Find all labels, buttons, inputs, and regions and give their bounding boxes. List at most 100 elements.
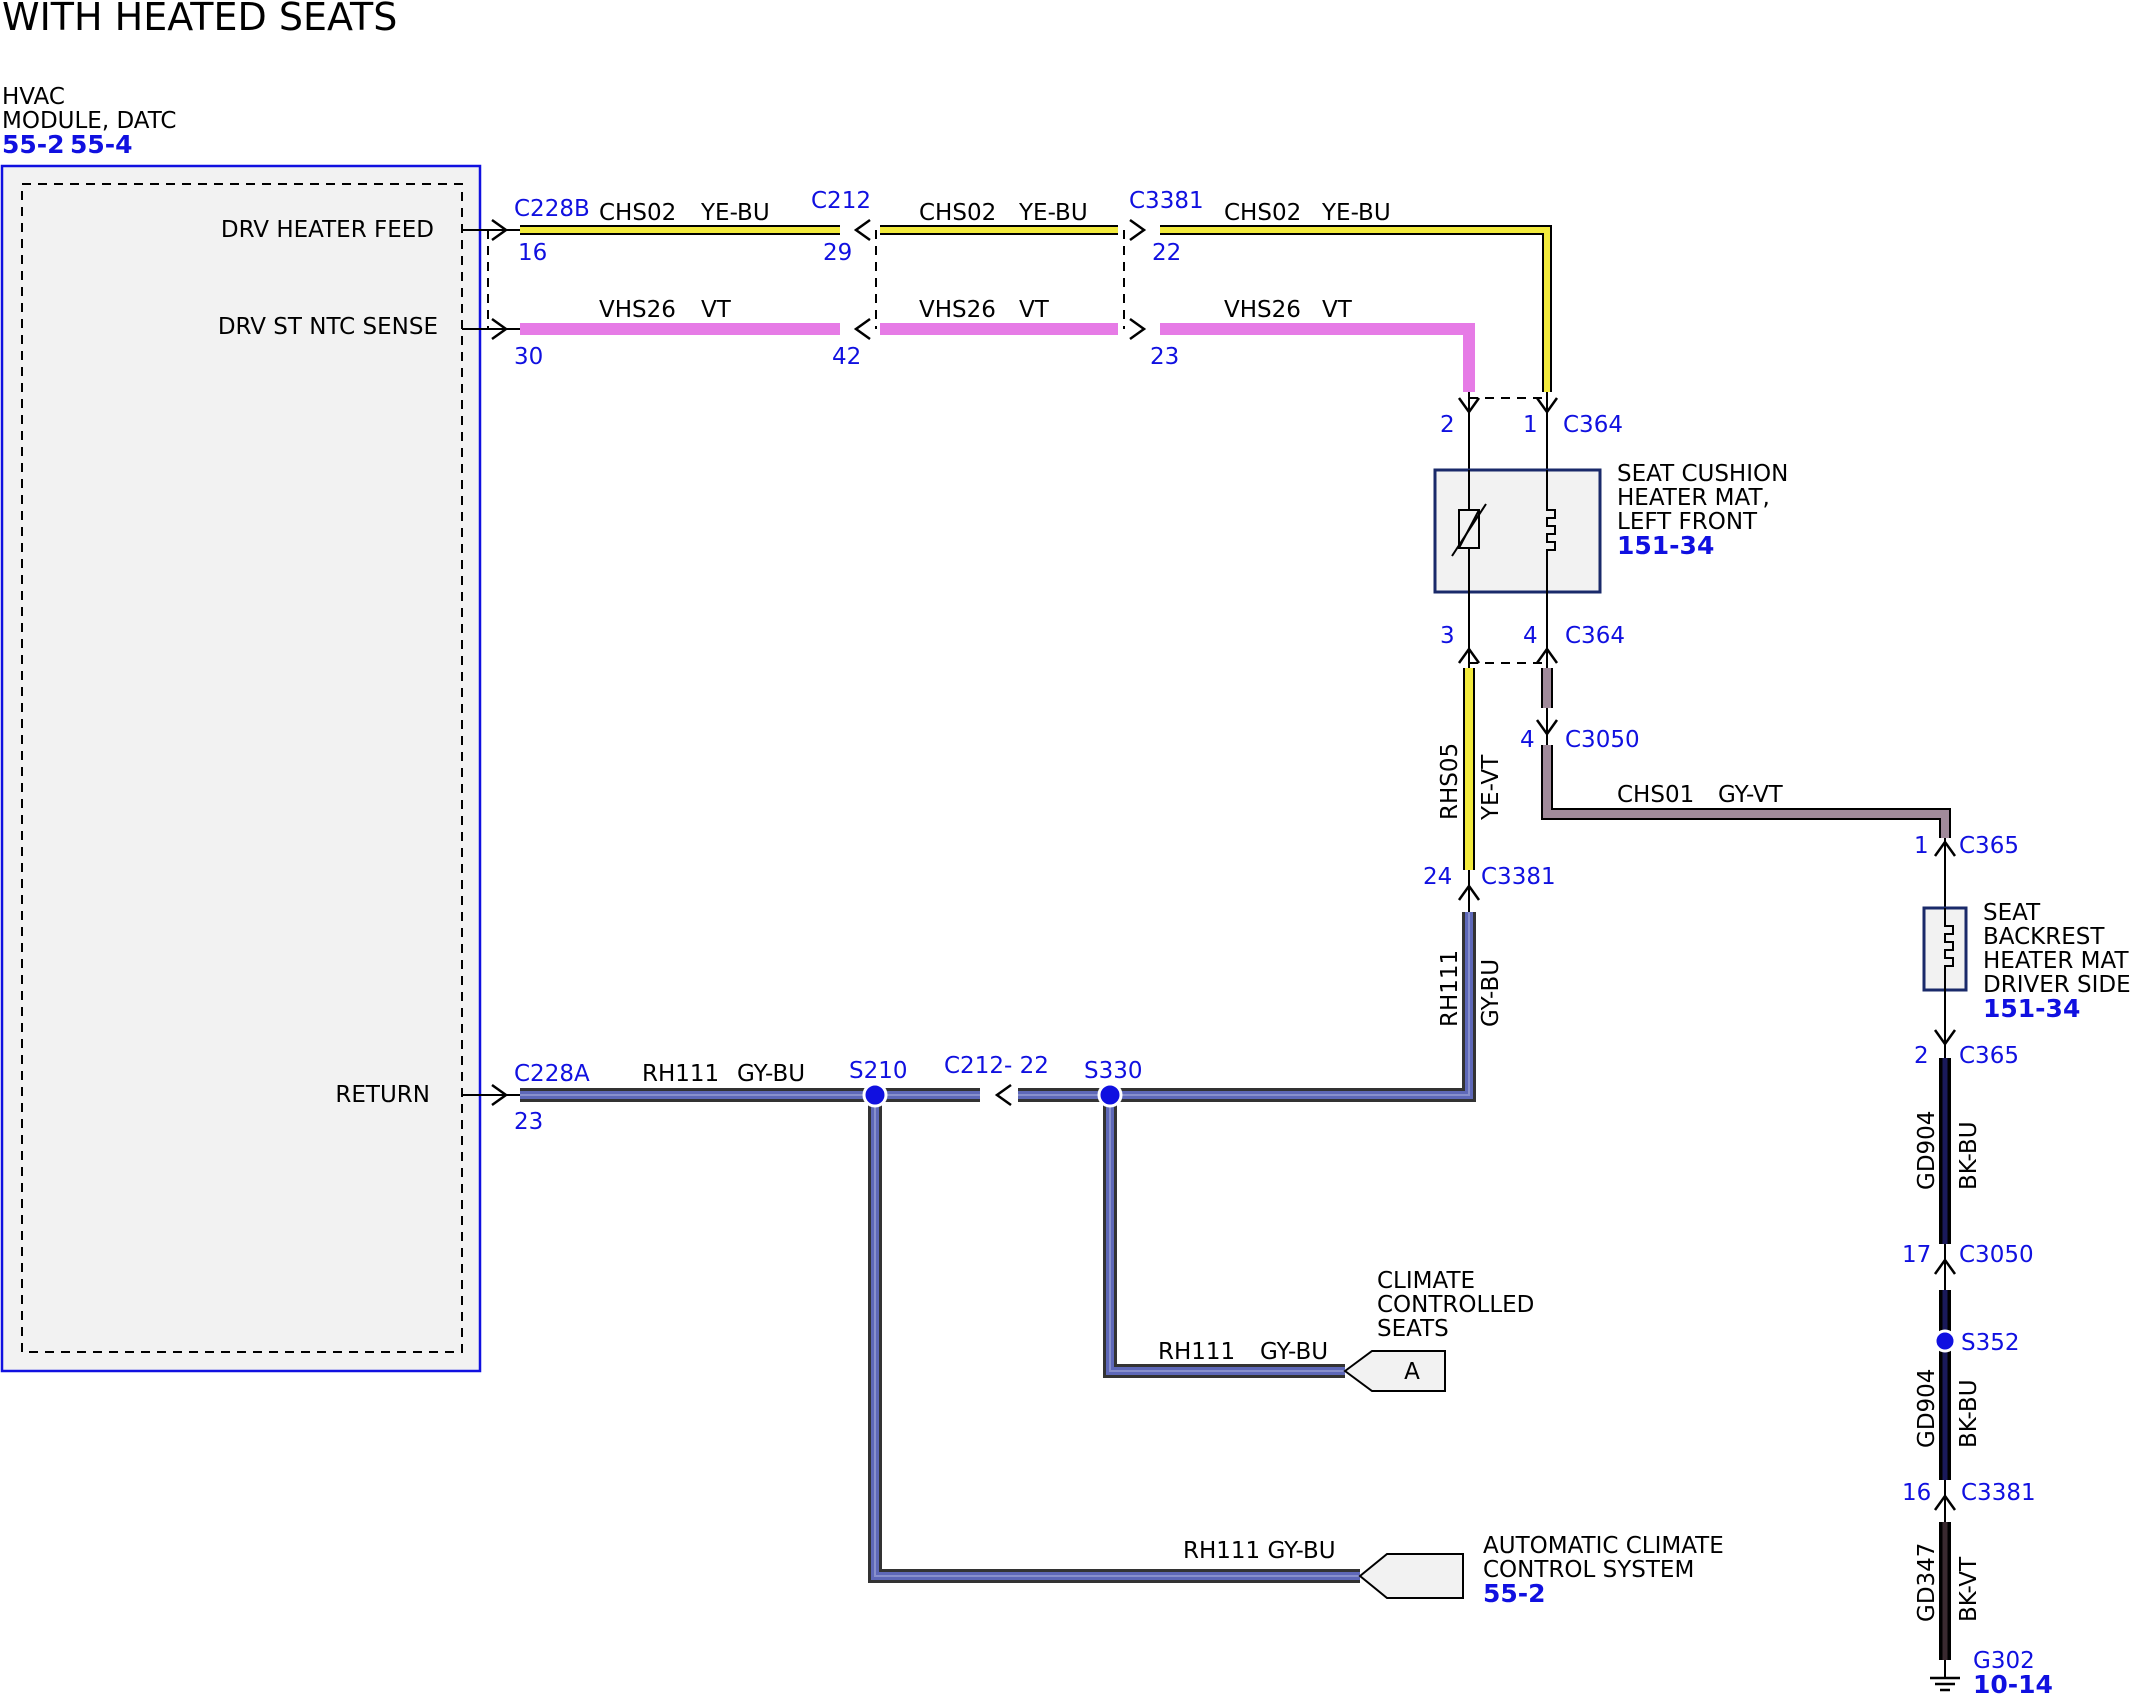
auto-climate-label: AUTOMATIC CLIMATE CONTROL SYSTEM — [1483, 1533, 1724, 1583]
c364-top-leads — [1468, 392, 1548, 470]
label-c365-top[interactable]: C365 — [1959, 833, 2019, 859]
pin-numbers: 16 29 22 30 42 23 2 1 3 4 4 24 23 1 2 17… — [514, 240, 1931, 1506]
svg-text:VHS26: VHS26 — [599, 297, 676, 323]
svg-text:HEATER MAT,: HEATER MAT, — [1983, 948, 2130, 974]
svg-text:2: 2 — [1914, 1043, 1929, 1069]
svg-text:4: 4 — [1520, 727, 1535, 753]
svg-text:42: 42 — [832, 344, 861, 370]
svg-text:VT: VT — [1322, 297, 1353, 323]
connector-arrows — [491, 218, 1957, 1511]
svg-text:YE-VT: YE-VT — [1478, 754, 1504, 821]
backrest-label: SEAT BACKREST HEATER MAT, DRIVER SIDE — [1983, 900, 2130, 998]
pin-label-return: RETURN — [335, 1082, 430, 1108]
backrest-ref[interactable]: 151-34 — [1983, 994, 2080, 1023]
label-g302[interactable]: G302 — [1973, 1648, 2035, 1674]
svg-text:24: 24 — [1423, 864, 1452, 890]
svg-text:DRIVER SIDE: DRIVER SIDE — [1983, 972, 2130, 998]
svg-text:YE-BU: YE-BU — [700, 200, 770, 226]
label-c3381-mid[interactable]: C3381 — [1481, 864, 1556, 890]
svg-text:16: 16 — [1902, 1480, 1931, 1506]
svg-text:GD904: GD904 — [1914, 1111, 1940, 1190]
hvac-module-inner — [21, 183, 463, 1353]
svg-text:VHS26: VHS26 — [1224, 297, 1301, 323]
svg-text:BK-BU: BK-BU — [1956, 1379, 1982, 1448]
wire-rh111-branch-climate-seats[interactable] — [1103, 1095, 1345, 1378]
label-c3050-ground[interactable]: C3050 — [1959, 1242, 2034, 1268]
backrest-heater-element-icon — [1944, 908, 1954, 990]
splice-s210[interactable] — [862, 1082, 888, 1108]
svg-text:YE-BU: YE-BU — [1321, 200, 1391, 226]
svg-text:22: 22 — [1152, 240, 1181, 266]
svg-text:1: 1 — [1914, 833, 1929, 859]
svg-text:17: 17 — [1902, 1242, 1931, 1268]
svg-text:CLIMATE: CLIMATE — [1377, 1268, 1475, 1294]
label-c3381-top[interactable]: C3381 — [1129, 188, 1204, 214]
module-name-1: HVAC — [2, 84, 65, 110]
svg-text:2: 2 — [1440, 412, 1455, 438]
cushion-ref[interactable]: 151-34 — [1617, 531, 1714, 560]
label-c3381-ground[interactable]: C3381 — [1961, 1480, 2036, 1506]
wire-chs02-ye-bu[interactable] — [520, 225, 1552, 392]
svg-text:CONTROL SYSTEM: CONTROL SYSTEM — [1483, 1557, 1694, 1583]
svg-text:GY-BU: GY-BU — [1260, 1339, 1328, 1365]
module-leads — [462, 229, 1125, 1096]
auto-climate-tag[interactable] — [1358, 1553, 1464, 1599]
thermistor-icon — [1451, 470, 1487, 592]
svg-text:16: 16 — [518, 240, 547, 266]
wire-rh111-gy-bu-main[interactable] — [520, 912, 1476, 1102]
label-c212[interactable]: C212 — [811, 188, 871, 214]
label-c364-bottom[interactable]: C364 — [1565, 623, 1625, 649]
svg-text:RH111: RH111 — [1158, 1339, 1235, 1365]
module-name-2: MODULE, DATC — [2, 108, 176, 134]
svg-text:CHS02: CHS02 — [599, 200, 676, 226]
label-c365-bottom[interactable]: C365 — [1959, 1043, 2019, 1069]
label-c3050[interactable]: C3050 — [1565, 727, 1640, 753]
svg-text:BK-VT: BK-VT — [1956, 1556, 1982, 1622]
svg-text:BK-BU: BK-BU — [1956, 1121, 1982, 1190]
hvac-module — [0, 164, 482, 1373]
svg-text:RH111: RH111 — [1437, 950, 1463, 1027]
auto-climate-ref[interactable]: 55-2 — [1483, 1579, 1546, 1608]
wire-chs01-gy-vt[interactable] — [1541, 745, 1951, 838]
splice-s352[interactable] — [1933, 1329, 1957, 1353]
svg-text:RHS05: RHS05 — [1437, 743, 1463, 820]
climate-seats-tag-letter: A — [1404, 1359, 1420, 1385]
svg-text:CONTROLLED: CONTROLLED — [1377, 1292, 1534, 1318]
wire-vhs26-vt[interactable] — [520, 323, 1475, 392]
svg-text:VHS26: VHS26 — [919, 297, 996, 323]
label-s330[interactable]: S330 — [1084, 1058, 1143, 1084]
pin-label-drv-heater-feed: DRV HEATER FEED — [221, 217, 434, 243]
module-ref-2[interactable]: 55-4 — [70, 130, 133, 159]
svg-text:SEATS: SEATS — [1377, 1316, 1449, 1342]
svg-text:23: 23 — [514, 1109, 543, 1135]
wire-rh111-branch-auto-climate[interactable] — [868, 1095, 1360, 1583]
svg-text:CHS02: CHS02 — [919, 200, 996, 226]
pin-label-drv-st-ntc-sense: DRV ST NTC SENSE — [218, 314, 438, 340]
splice-s330[interactable] — [1097, 1082, 1123, 1108]
label-c228b[interactable]: C228B — [514, 196, 590, 222]
label-c228a[interactable]: C228A — [514, 1061, 590, 1087]
svg-text:GD904: GD904 — [1914, 1369, 1940, 1448]
ground-icon — [1930, 1660, 1960, 1692]
seat-cushion-heater-mat[interactable] — [1433, 468, 1602, 594]
svg-text:GY-BU: GY-BU — [737, 1061, 805, 1087]
svg-text:29: 29 — [823, 240, 852, 266]
wire-labels: CHS02 YE-BU CHS02 YE-BU CHS02 YE-BU VHS2… — [599, 200, 1784, 1564]
module-ref-1[interactable]: 55-2 — [2, 130, 65, 159]
label-g302-ref[interactable]: 10-14 — [1973, 1670, 2053, 1696]
climate-seats-tag[interactable] — [1343, 1350, 1446, 1392]
wire-labels-vertical: RHS05 YE-VT RH111 GY-BU GD904 BK-BU GD90… — [1437, 743, 1982, 1622]
label-c364-top[interactable]: C364 — [1563, 412, 1623, 438]
svg-text:GY-VT: GY-VT — [1718, 782, 1784, 808]
svg-text:GY-BU: GY-BU — [1478, 959, 1504, 1027]
svg-text:RH111 GY-BU: RH111 GY-BU — [1183, 1538, 1336, 1564]
c364-bottom-leads — [1468, 592, 1548, 668]
svg-text:VT: VT — [701, 297, 732, 323]
label-s352[interactable]: S352 — [1961, 1330, 2020, 1356]
svg-text:AUTOMATIC CLIMATE: AUTOMATIC CLIMATE — [1483, 1533, 1724, 1559]
label-s210[interactable]: S210 — [849, 1058, 908, 1084]
label-c212-22[interactable]: C212- 22 — [944, 1053, 1049, 1079]
svg-text:VT: VT — [1019, 297, 1050, 323]
cushion-label: SEAT CUSHION HEATER MAT, LEFT FRONT — [1617, 461, 1788, 535]
svg-text:4: 4 — [1523, 623, 1538, 649]
